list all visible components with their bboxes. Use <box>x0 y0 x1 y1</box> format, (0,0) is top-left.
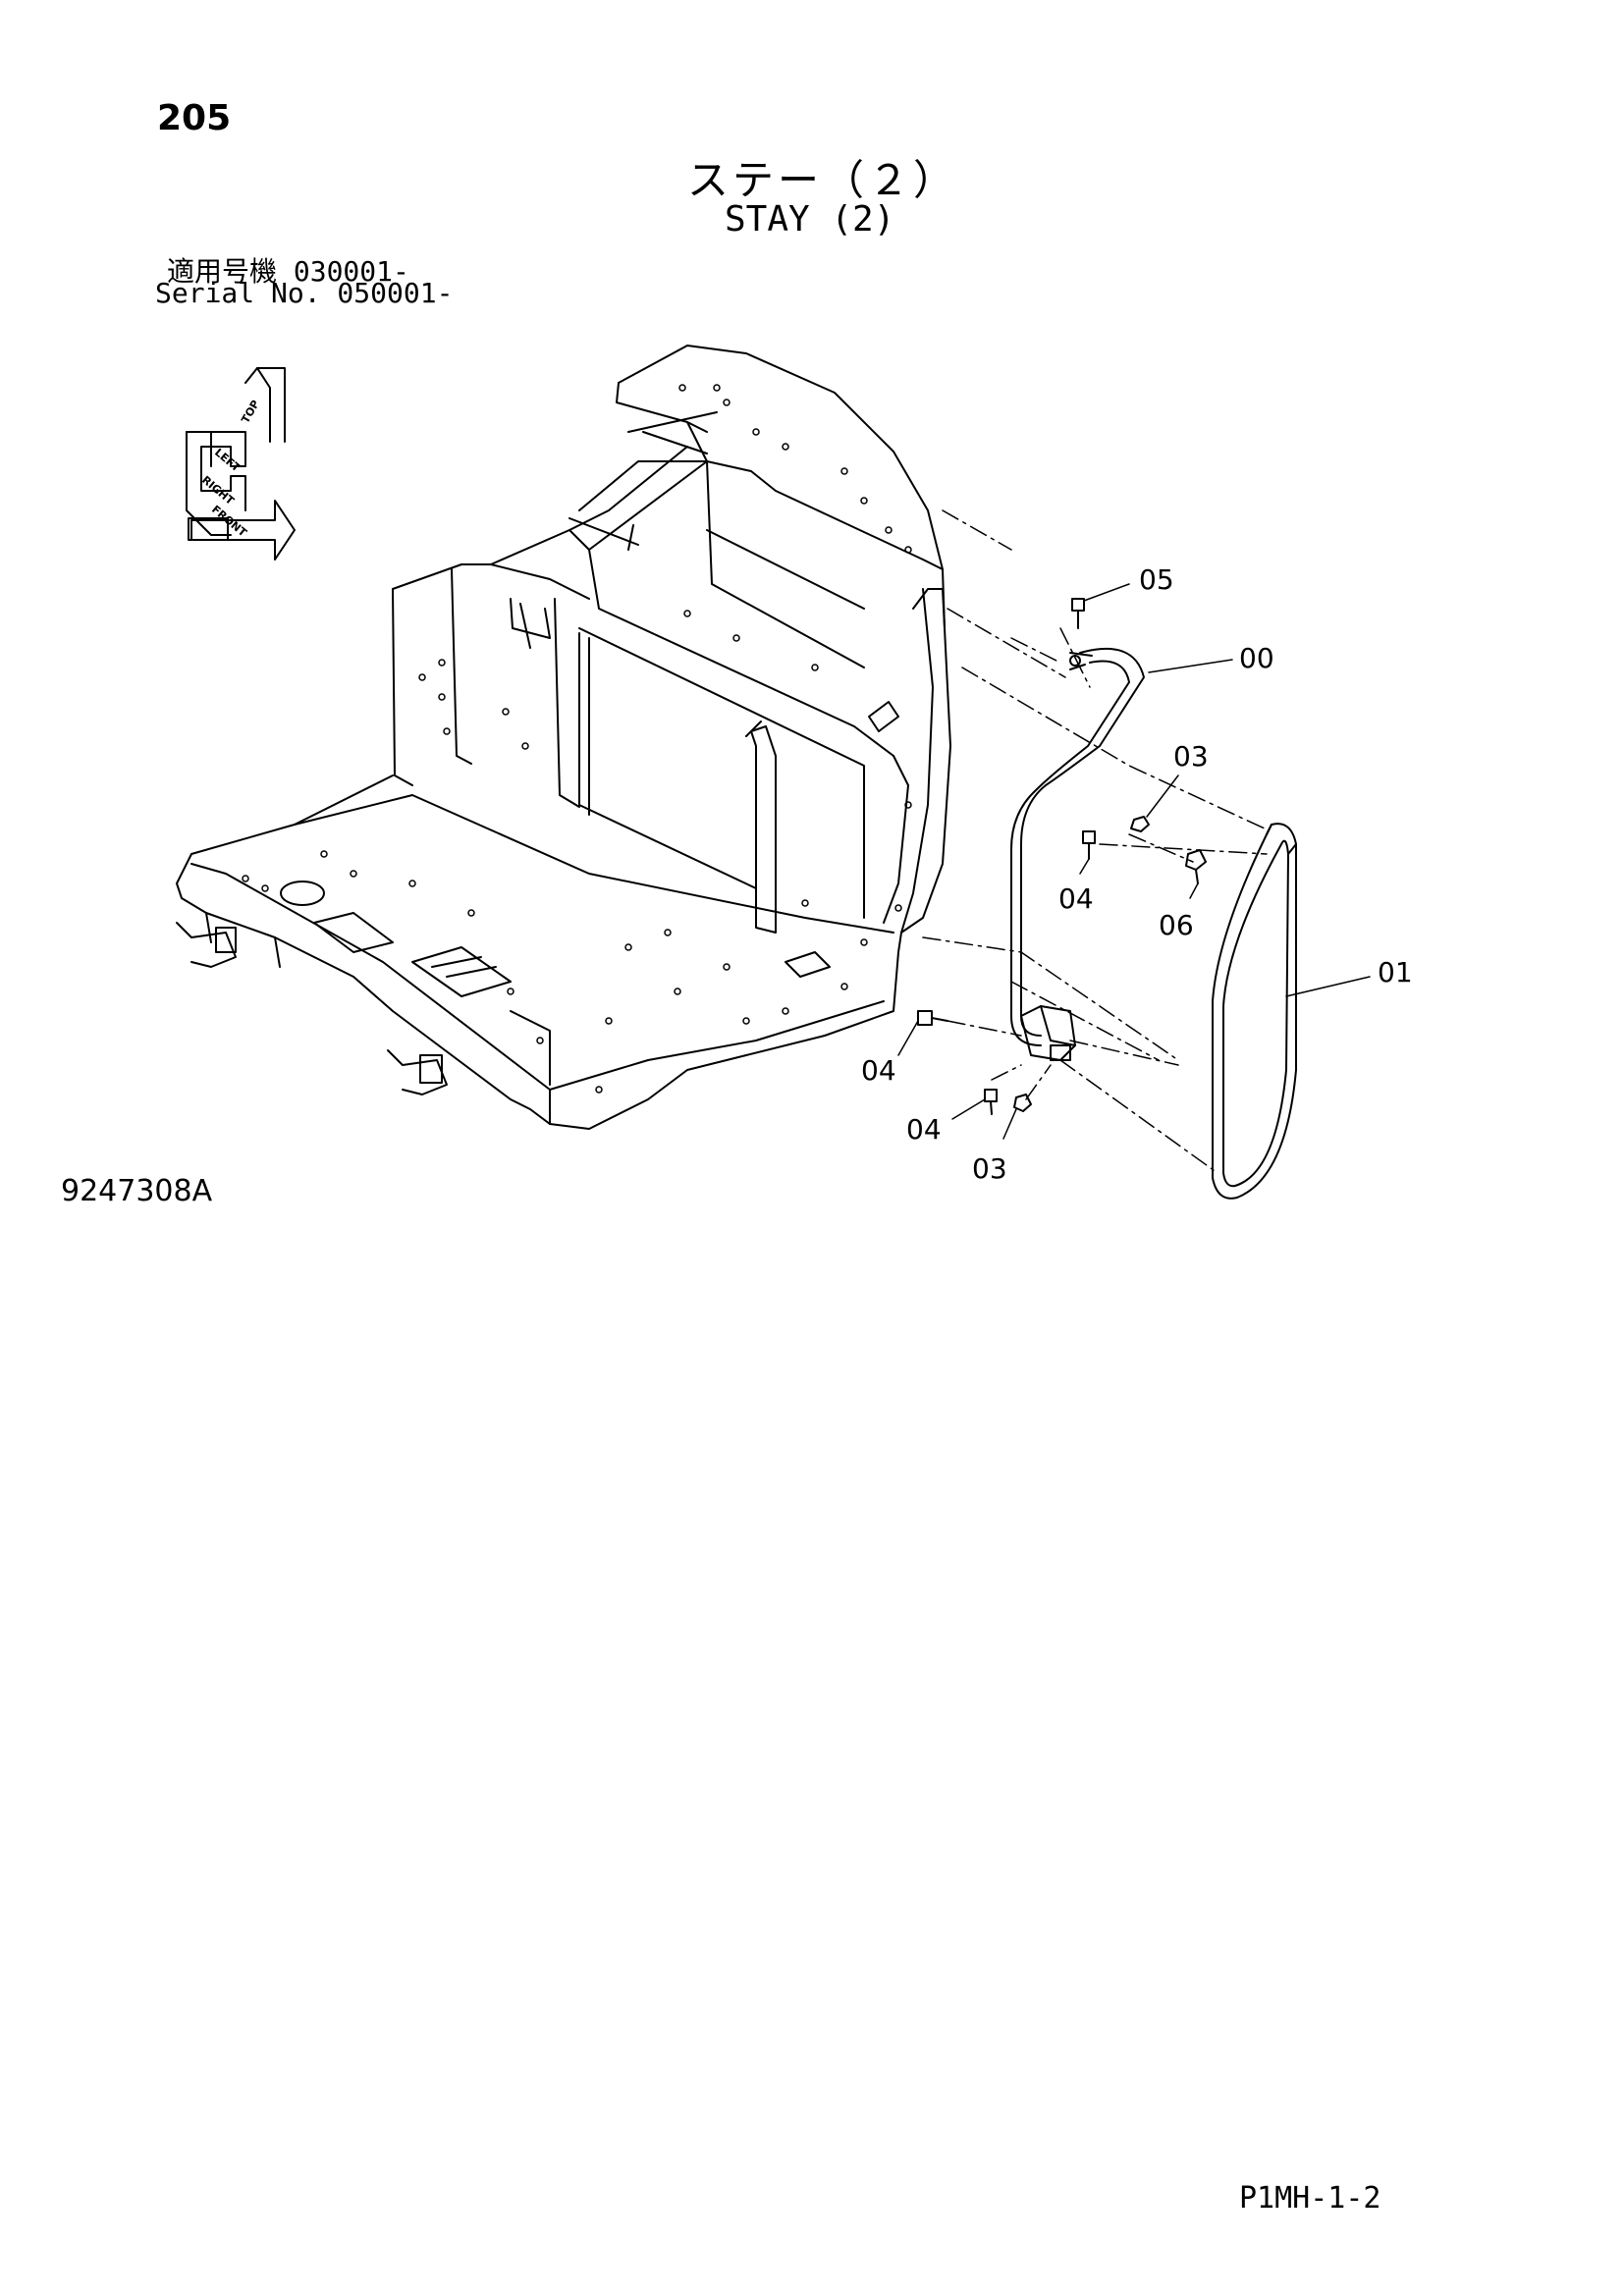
stay-pipe <box>1010 647 1145 1061</box>
page-code: P1MH-1-2 <box>1239 2181 1381 2216</box>
callout-05: 05 <box>1139 563 1174 596</box>
orientation-marker: TOP LEFT RIGHT FRONT <box>186 367 296 561</box>
page-number: 205 <box>157 98 232 138</box>
callout-01: 01 <box>1378 956 1413 988</box>
orientation-label-left: LEFT <box>212 446 243 474</box>
mirror-panel <box>1212 823 1297 1200</box>
callout-06: 06 <box>1159 909 1194 941</box>
assembly-centerlines <box>922 509 1268 1174</box>
callout-04-upper: 04 <box>1058 882 1094 915</box>
callout-03-lower: 03 <box>972 1152 1007 1185</box>
callout-04-left: 04 <box>861 1054 896 1087</box>
hardware-fasteners <box>917 598 1207 1115</box>
orientation-label-top: TOP <box>239 398 262 425</box>
callout-03-upper: 03 <box>1173 740 1209 773</box>
leader-lines <box>897 583 1371 1140</box>
title-japanese: ステー（２） <box>687 156 959 204</box>
drawing-number: 9247308A <box>61 1174 213 1208</box>
serial-label-english: Serial No. 050001- <box>155 277 454 309</box>
cab-frame-assembly <box>176 345 951 1130</box>
callout-00: 00 <box>1239 642 1274 674</box>
callout-04-lower: 04 <box>906 1113 942 1146</box>
callout-labels: 05 00 03 04 06 01 04 04 03 <box>861 563 1413 1185</box>
title-english: STAY (2) <box>725 199 895 240</box>
serial-label-japanese: 適用号機 030001- <box>167 255 409 288</box>
